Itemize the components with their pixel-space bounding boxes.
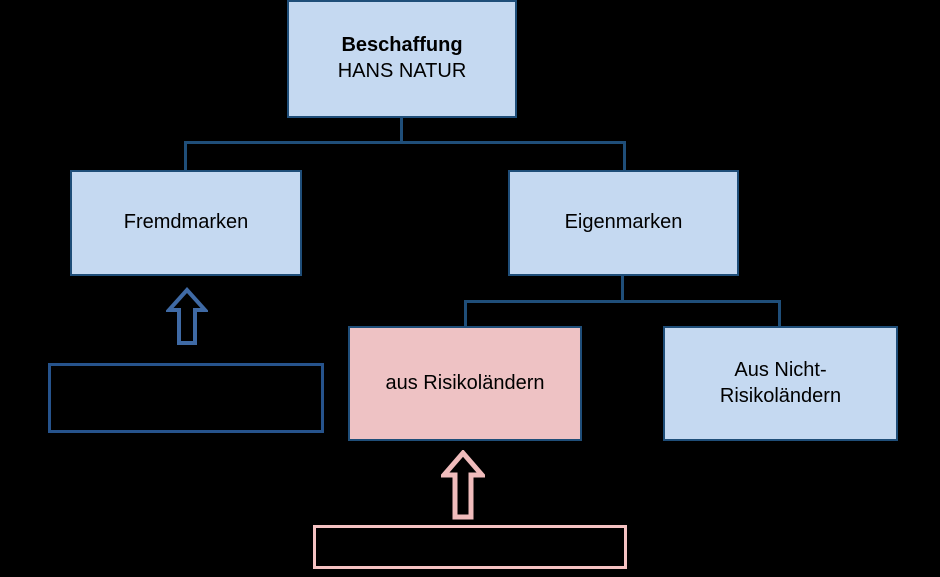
connector-to-risikolaendern: [464, 300, 467, 327]
connector-to-fremdmarken: [184, 141, 187, 172]
node-root[interactable]: Beschaffung HANS NATUR: [287, 0, 517, 118]
connector-level2-bar: [184, 141, 626, 144]
node-fremdmarken-label: Fremdmarken: [123, 211, 249, 234]
node-aus-nicht-risikolaendern-line1: Aus Nicht-: [734, 358, 827, 381]
node-root-line2: HANS NATUR: [337, 60, 467, 82]
node-empty-pink-callout[interactable]: [313, 525, 627, 569]
connector-level3-bar: [464, 300, 781, 303]
node-root-line1: Beschaffung: [341, 34, 463, 57]
node-eigenmarken[interactable]: Eigenmarken: [508, 170, 739, 276]
node-fremdmarken[interactable]: Fremdmarken: [70, 170, 302, 276]
connector-to-nicht-risikolaendern: [778, 300, 781, 327]
node-aus-risikolaendern[interactable]: aus Risikoländern: [348, 326, 582, 441]
connector-eigenmarken-stem: [621, 275, 624, 303]
arrow-up-blue: [166, 287, 208, 347]
node-aus-nicht-risikolaendern-line2: Risikoländern: [719, 384, 842, 407]
node-empty-blue-callout[interactable]: [48, 363, 324, 433]
connector-root-stem: [400, 117, 403, 144]
node-aus-risikolaendern-label: aus Risikoländern: [385, 371, 545, 394]
node-aus-nicht-risikolaendern[interactable]: Aus Nicht- Risikoländern: [663, 326, 898, 441]
node-eigenmarken-label: Eigenmarken: [564, 211, 683, 234]
arrow-up-pink: [441, 450, 485, 522]
connector-to-eigenmarken: [623, 141, 626, 172]
